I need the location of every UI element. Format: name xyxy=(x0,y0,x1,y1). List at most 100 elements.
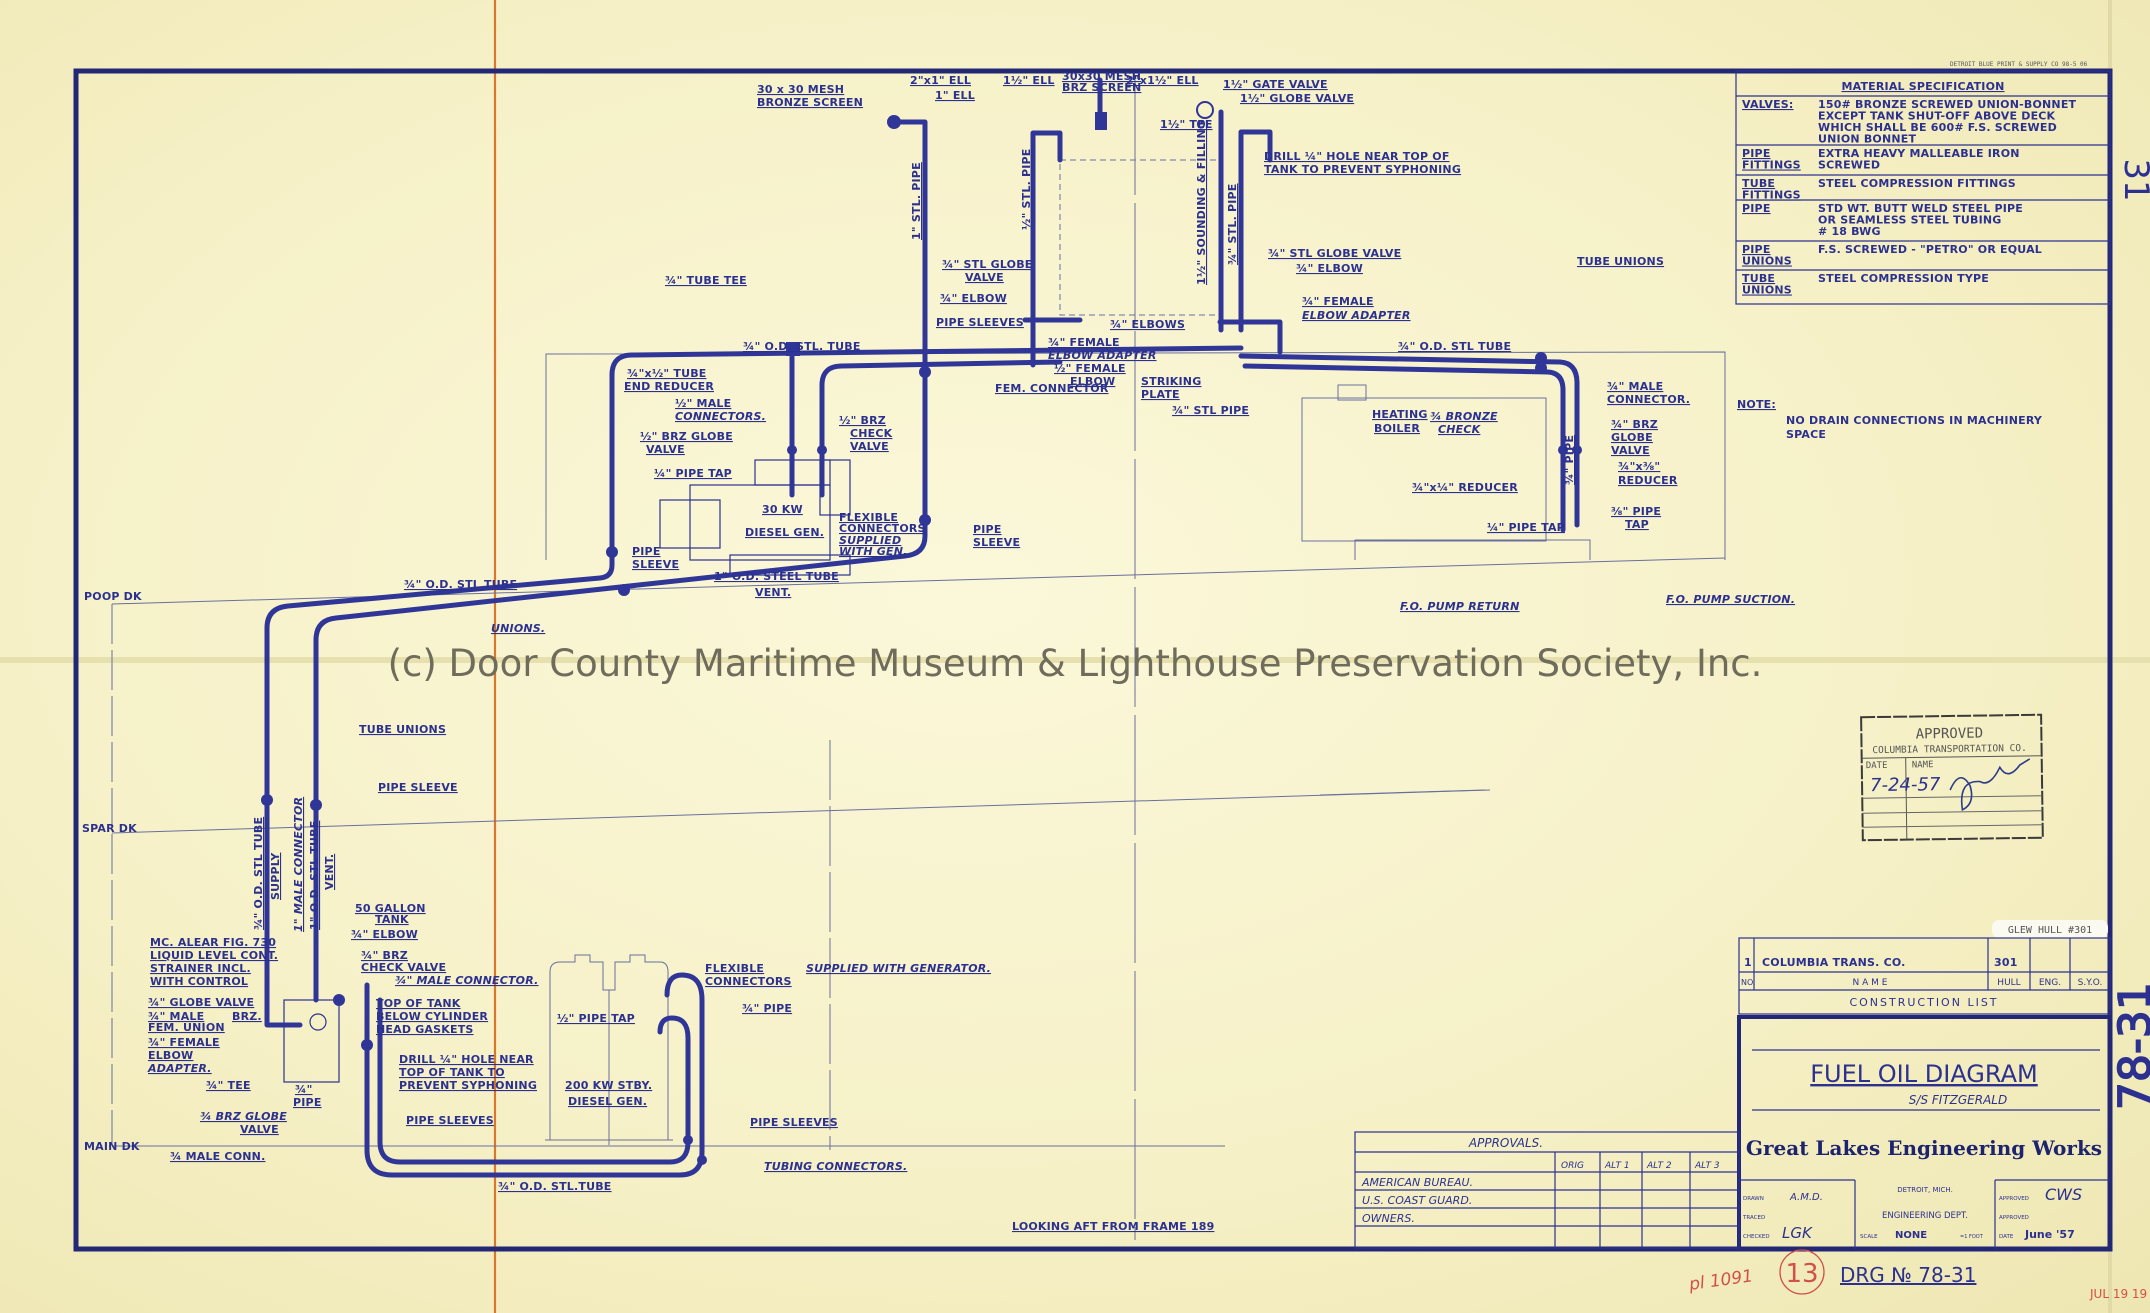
callout-heating-a: HEATING xyxy=(1372,408,1428,421)
callout-pipe-sleeve-mid-b: SLEEVE xyxy=(973,536,1020,549)
drawing-border xyxy=(73,68,2113,1252)
callout-od-tube-right: ¾" O.D. STL TUBE xyxy=(1398,340,1511,353)
spec-label: PIPE xyxy=(1742,147,1771,160)
callout-mesh-screen-b: BRONZE SCREEN xyxy=(757,96,863,109)
callout-v-sounding: 1½" SOUNDING & FILLING xyxy=(1195,120,1208,285)
deck-label-poop: POOP DK xyxy=(84,590,142,603)
callout-brz-check-b1: ¾" BRZ xyxy=(361,949,408,962)
callout-drill-bot-b: TOP OF TANK TO xyxy=(399,1066,505,1079)
piping xyxy=(264,77,1580,1178)
callout-flex-a: FLEXIBLE xyxy=(839,511,898,524)
construction-list: 1 COLUMBIA TRANS. CO. 301 NO. N A M E HU… xyxy=(1738,937,2111,1015)
callout-tank50-a: 50 GALLON xyxy=(355,902,426,915)
callout-pump-suction: F.O. PUMP SUCTION. xyxy=(1666,593,1795,606)
callout-fem-connector: FEM. CONNECTOR xyxy=(995,382,1109,395)
spec-value: OR SEAMLESS STEEL TUBING xyxy=(1818,214,2002,227)
spec-label: FITTINGS xyxy=(1742,159,1801,172)
callout-pipe-tap-half: ½" PIPE TAP xyxy=(557,1012,635,1025)
callout-gen200-a: 200 KW STBY. xyxy=(565,1079,652,1092)
callout-elbow-34-b: ¾" ELBOW xyxy=(351,928,418,941)
callout-pipe-tap-38-a: ⅜" PIPE xyxy=(1611,505,1661,518)
callout-gate-valve: 1½" GATE VALVE xyxy=(1223,78,1328,91)
callout-vent-tube-b: VENT. xyxy=(755,586,791,599)
callout-od-tube-poop: ¾" O.D. STL TUBE xyxy=(404,578,517,591)
callout-globe-brz-b: BRZ. xyxy=(232,1010,262,1023)
spec-label: PIPE xyxy=(1742,202,1771,215)
red-circle-mark xyxy=(1779,1249,1825,1295)
callout-top-tank-a: TOP OF TANK xyxy=(376,997,461,1010)
callout-male-conn-bot2: ¾ MALE CONN. xyxy=(170,1150,265,1163)
scale-value: NONE xyxy=(1895,1230,1927,1241)
callout-reducer-38-a: ¾"x⅜" xyxy=(1618,460,1660,473)
callout-striking-b: PLATE xyxy=(1141,388,1180,401)
callout-v-pipe-34-r: ¾" PIPE xyxy=(1563,435,1576,485)
callout-top-tank-b: BELOW CYLINDER xyxy=(376,1010,488,1023)
callout-brz-check-c: VALVE xyxy=(850,440,889,453)
callout-globe-brz-a: ¾" GLOBE VALVE xyxy=(148,996,254,1009)
spec-label: FITTINGS xyxy=(1742,189,1801,202)
col-header-hull: HULL xyxy=(1997,978,2020,988)
callout-brz-check-b2: CHECK VALVE xyxy=(361,961,446,974)
callout-mcalear-b: LIQUID LEVEL CONT. xyxy=(150,949,278,962)
callout-kw30: 30 KW xyxy=(762,503,803,516)
spec-label: UNIONS xyxy=(1742,255,1792,268)
construction-hull: 301 xyxy=(1994,956,2018,969)
callout-stl-globe-b: VALVE xyxy=(965,271,1004,284)
callout-v-male-conn: 1" MALE CONNECTOR xyxy=(292,797,305,932)
callout-mcalear-a: MC. ALEAR FIG. 730 xyxy=(150,936,276,949)
copyright-watermark: (c) Door County Maritime Museum & Lighth… xyxy=(388,642,1763,685)
approvals-row: AMERICAN BUREAU. xyxy=(1361,1176,1473,1189)
spec-label: VALVES: xyxy=(1742,98,1794,111)
callout-reducer-a: ¾"x½" TUBE xyxy=(627,367,707,380)
day-tank-outline xyxy=(1059,159,1221,316)
callout-flex-d: WITH GEN. xyxy=(839,545,908,558)
callout-flex-b: CONNECTORS xyxy=(839,522,926,535)
callout-brz-globe-b: VALVE xyxy=(646,443,685,456)
spec-value: 150# BRONZE SCREWED UNION-BONNET xyxy=(1818,98,2077,111)
construction-name: COLUMBIA TRANS. CO. xyxy=(1762,956,1906,969)
callout-brz-check-b: CHECK xyxy=(850,427,893,440)
callout-top-tank-c: HEAD GASKETS xyxy=(376,1023,474,1036)
callout-unions: UNIONS. xyxy=(491,622,545,635)
drawn-label: DRAWN xyxy=(1743,1196,1764,1202)
callout-heating-b: BOILER xyxy=(1374,422,1420,435)
spec-label: PIPE xyxy=(1742,243,1771,256)
callout-ell-1: 1" ELL xyxy=(935,89,975,102)
callout-v-supply-a: ¾" O.D. STL TUBE xyxy=(252,817,265,930)
callout-bronze-check-b: CHECK xyxy=(1438,423,1482,436)
callout-fem-adapter-a: ¾" FEMALE xyxy=(148,1036,220,1049)
callout-supplied-gen: SUPPLIED WITH GENERATOR. xyxy=(806,962,991,975)
callout-drill-top-a: DRILL ¼" HOLE NEAR TOP OF xyxy=(1264,150,1450,163)
callout-stl-pipe-34: ¾" STL PIPE xyxy=(1172,404,1249,417)
callout-fem-elbow-r2: ELBOW ADAPTER xyxy=(1302,309,1411,322)
callout-brz-screen-b: BRZ SCREEN xyxy=(1062,81,1141,94)
approvals-row: OWNERS. xyxy=(1362,1212,1415,1225)
callout-flex-bot-b: CONNECTORS xyxy=(705,975,792,988)
scale-label: SCALE xyxy=(1860,1234,1878,1240)
material-spec-title: MATERIAL SPECIFICATION xyxy=(1841,80,2004,93)
approvals-row: U.S. COAST GUARD. xyxy=(1362,1194,1472,1207)
printer-note: DETROIT BLUE PRINT & SUPPLY CO 98-5 06 xyxy=(1950,61,2088,68)
callout-pipe-sleeve-mid-a: PIPE xyxy=(973,523,1002,536)
callout-reducer-b: END REDUCER xyxy=(624,380,714,393)
col-header-no: NO. xyxy=(1741,978,1756,987)
company-name: Great Lakes Engineering Works xyxy=(1746,1136,2102,1160)
stamp-name-label: NAME xyxy=(1912,760,1934,770)
received-date-stamp: JUL 19 19 xyxy=(2089,1287,2147,1301)
callout-reducer-14: ¾"x¼" REDUCER xyxy=(1412,481,1518,494)
callout-fem-elbow-a1: ¾" FEMALE xyxy=(1048,336,1120,349)
callout-tank50-b: TANK xyxy=(375,913,409,926)
spec-label: UNIONS xyxy=(1742,284,1792,297)
callout-v-vent-b: VENT. xyxy=(323,854,336,890)
approvals-table: APPROVALS. ORIG ALT 1 ALT 2 ALT 3 AMERIC… xyxy=(1354,1131,1740,1249)
callout-pipe-34-a: ¾" xyxy=(295,1083,313,1096)
approvals-title: APPROVALS. xyxy=(1468,1136,1543,1150)
callout-brz-globe-bot-a: ¾ BRZ GLOBE xyxy=(200,1110,287,1123)
diesel-generator-30kw xyxy=(659,459,851,576)
callout-v-stl-pipe-half: ½" STL. PIPE xyxy=(1020,148,1033,230)
callout-pipe-sleeves-top: PIPE SLEEVES xyxy=(936,316,1024,329)
pipe-fittings xyxy=(261,101,1582,1165)
